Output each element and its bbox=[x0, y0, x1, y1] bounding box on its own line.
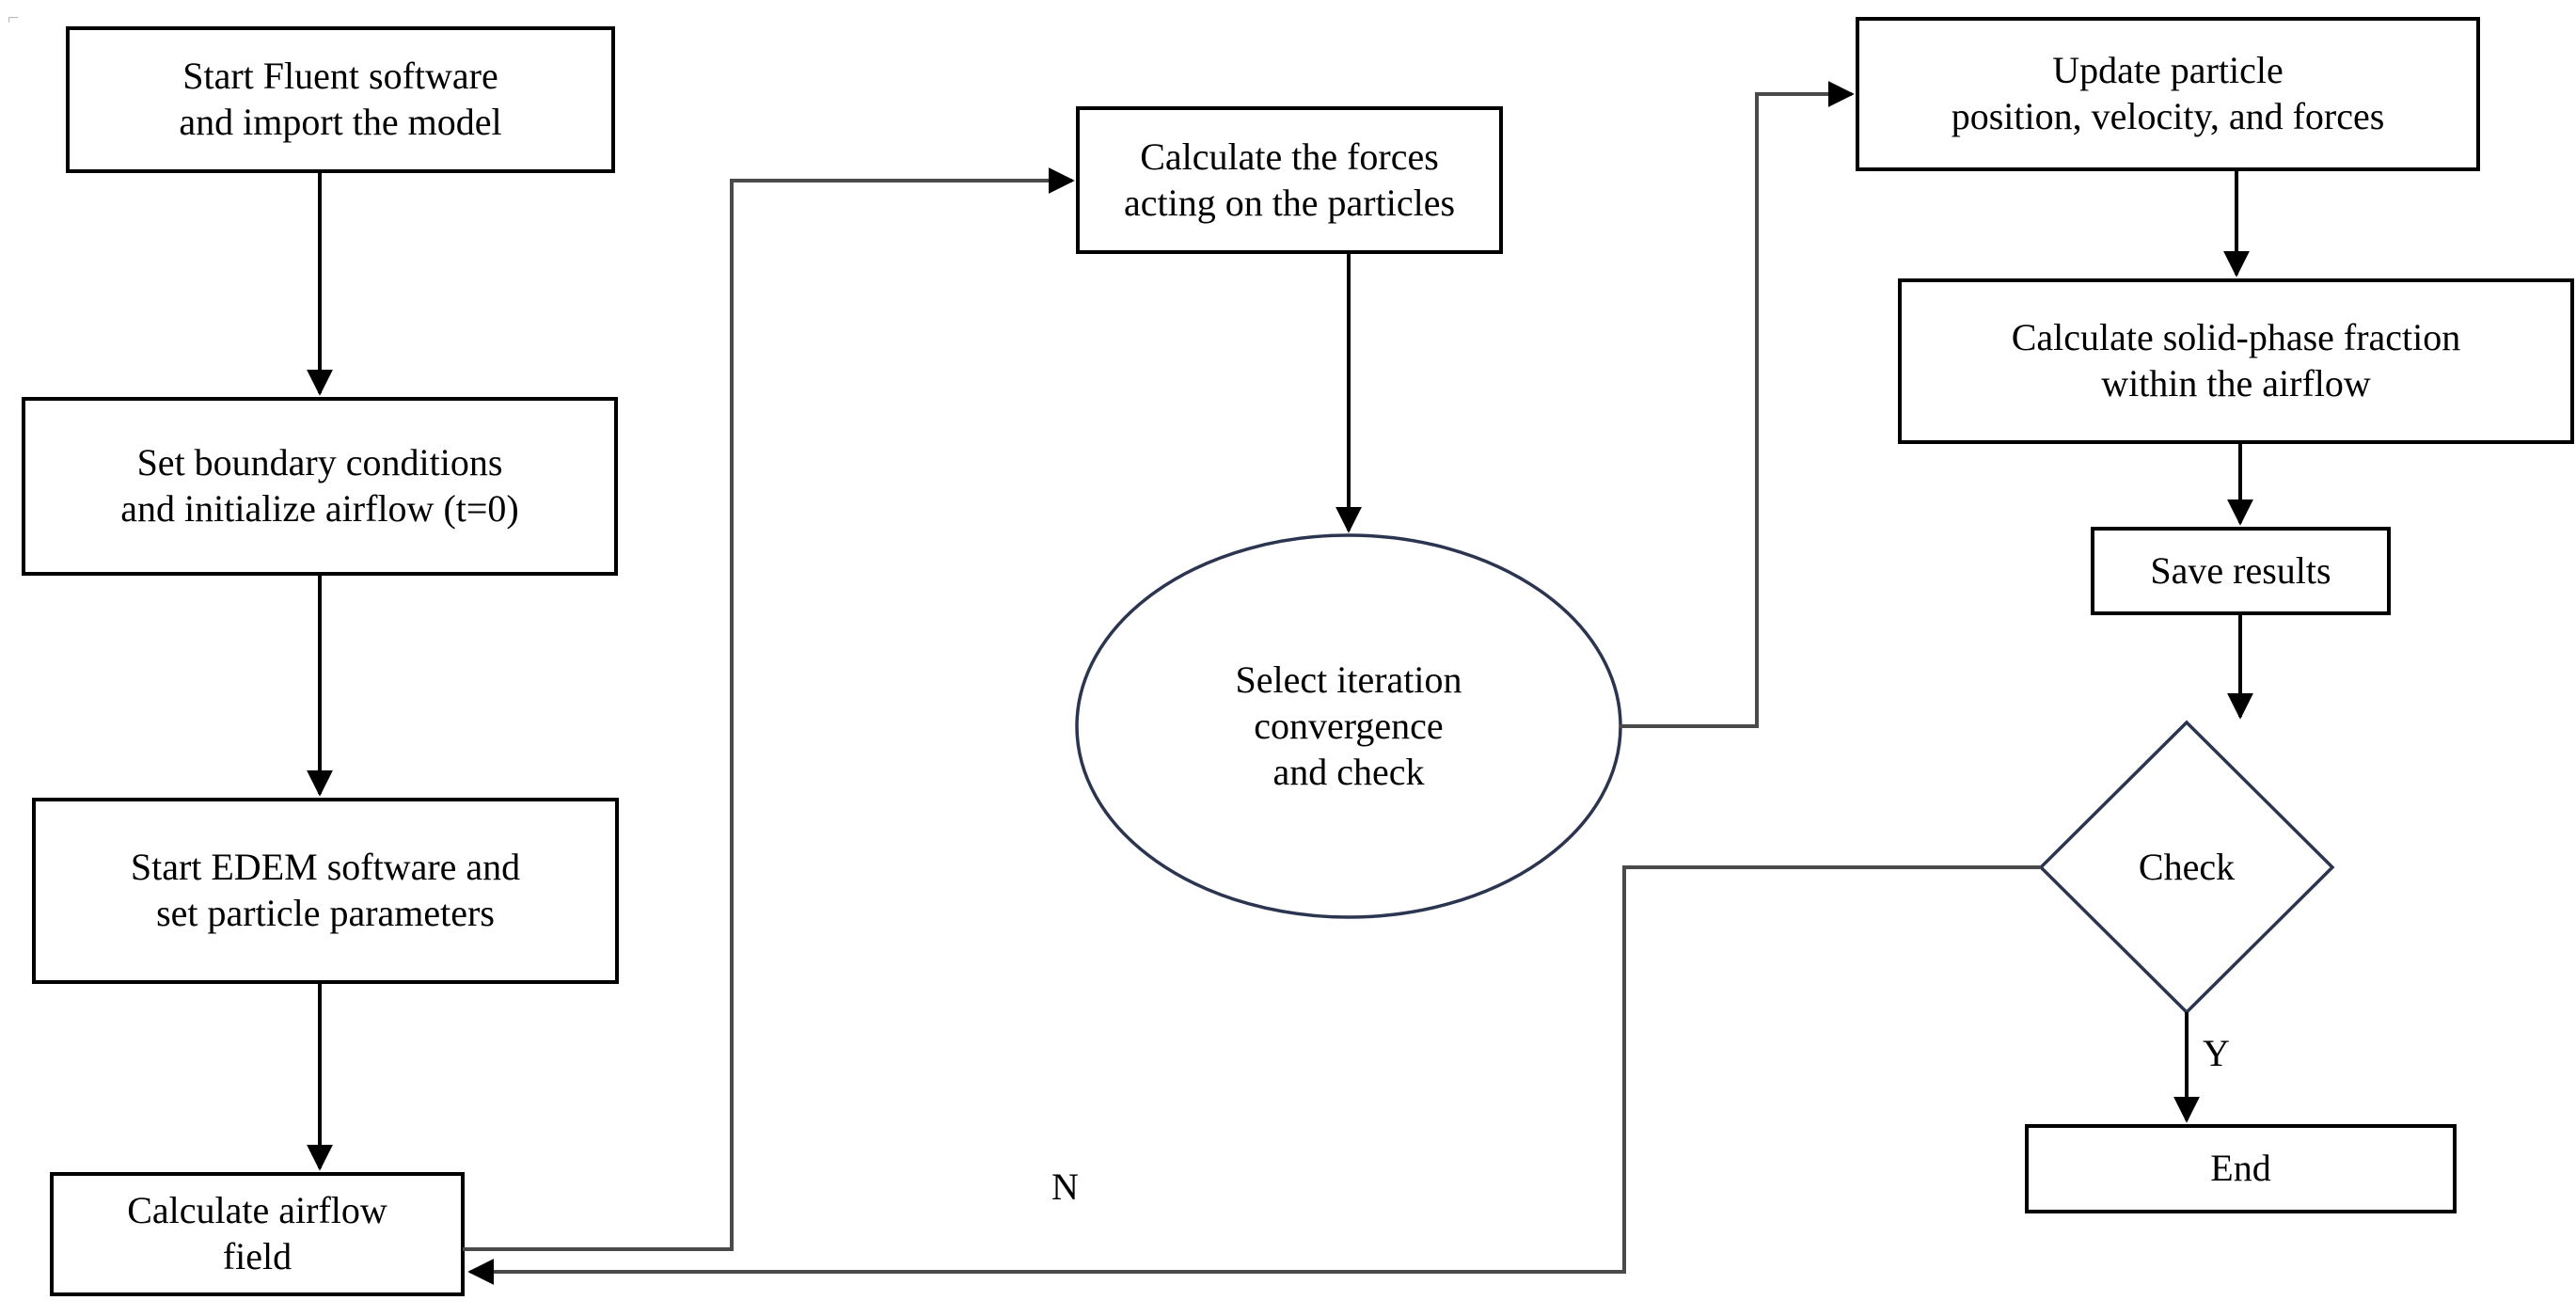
edge-check-no-to-airflow bbox=[467, 865, 2041, 1285]
node-start-edem-shape bbox=[32, 798, 619, 984]
node-start-fluent-shape bbox=[66, 26, 615, 173]
edge-label-branch-yes: Y bbox=[2203, 1032, 2230, 1074]
node-calculate-forces-shape bbox=[1076, 106, 1503, 254]
edge-connectors bbox=[307, 81, 2253, 1285]
node-select-iteration-shape bbox=[1075, 533, 1622, 919]
node-check-shape bbox=[2038, 720, 2335, 1015]
node-end-shape bbox=[2025, 1124, 2457, 1213]
page-corner-mark: ⌐ bbox=[8, 6, 20, 29]
edge-airflow-to-forces bbox=[463, 167, 1075, 1251]
node-save-results-shape bbox=[2091, 527, 2391, 615]
node-calculate-airflow-shape bbox=[50, 1172, 465, 1296]
node-calculate-solid-phase-shape bbox=[1898, 278, 2574, 444]
node-update-particle-shape bbox=[1856, 17, 2480, 171]
edge-select-to-update bbox=[1620, 81, 1855, 728]
node-set-boundary-shape bbox=[22, 397, 618, 576]
edge-label-branch-no: N bbox=[1051, 1165, 1079, 1208]
node-shapes bbox=[22, 17, 2574, 1296]
